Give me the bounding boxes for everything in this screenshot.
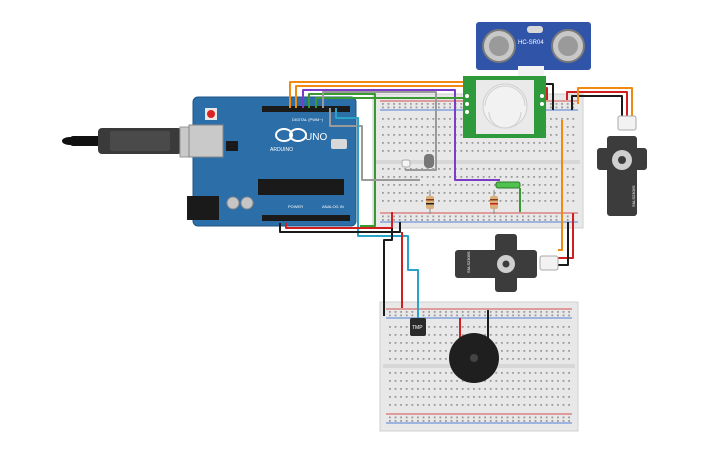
wire-black-lower[interactable]: [383, 228, 393, 316]
servo-2-model-label: SM-S2309S: [466, 251, 471, 273]
wire-gray-1[interactable]: [322, 91, 437, 171]
wire-black-gnd[interactable]: [279, 222, 401, 233]
wire-black-servo2[interactable]: [558, 222, 569, 266]
analog-header-label: ANALOG IN: [322, 204, 344, 209]
wire-orange-servo2[interactable]: [558, 120, 563, 251]
photoresistor[interactable]: [401, 159, 411, 168]
pir-motion-sensor[interactable]: [463, 76, 546, 138]
wire-purple[interactable]: [302, 89, 500, 181]
ultrasonic-model-label: HC-SR04: [518, 40, 544, 46]
reset-button-cap[interactable]: [207, 110, 215, 118]
wire-red-servo1[interactable]: [566, 91, 628, 118]
digital-header-label: DIGITAL (PWM~): [292, 117, 324, 122]
atmega-chip: [258, 179, 344, 195]
transistor[interactable]: [424, 154, 434, 168]
power-analog-header-strip: [262, 215, 350, 221]
wire-green-1[interactable]: [308, 93, 376, 227]
wire-gray-2[interactable]: [329, 108, 420, 181]
arduino-infinity-logo-icon: [275, 128, 307, 142]
power-header-label: POWER: [288, 204, 303, 209]
digital-header-strip: [262, 106, 350, 112]
wire-orange-servo1[interactable]: [577, 87, 633, 118]
resistor-2[interactable]: [490, 190, 498, 214]
regulator: [226, 141, 238, 151]
wire-cyan[interactable]: [335, 108, 419, 318]
crystal: [331, 139, 347, 149]
usb-cable-icon: [62, 126, 207, 158]
servo-motor-2[interactable]: SM-S2309S: [455, 234, 559, 292]
wire-red-power[interactable]: [285, 212, 393, 229]
temperature-sensor[interactable]: TMP: [410, 318, 426, 336]
resistor-1[interactable]: [426, 190, 434, 214]
ultrasonic-sensor[interactable]: HC-SR04: [476, 22, 591, 76]
temp-sensor-label: TMP: [412, 325, 423, 331]
piezo-buzzer[interactable]: [449, 333, 499, 383]
arduino-uno-board[interactable]: UNO ARDUINO DIGITAL (PWM~) POWER ANALOG …: [187, 96, 357, 227]
capacitor-2: [240, 196, 254, 210]
wire-red-servo2[interactable]: [558, 213, 574, 259]
servo-motor-1[interactable]: SM-S2309S: [597, 115, 647, 216]
servo-1-model-label: SM-S2309S: [631, 185, 636, 207]
uno-logo-text: UNO: [305, 132, 327, 143]
arduino-brand-text: ARDUINO: [270, 147, 293, 153]
wire-black-servo1[interactable]: [571, 95, 623, 118]
green-led-bar[interactable]: [495, 181, 521, 189]
capacitor-1: [226, 196, 240, 210]
